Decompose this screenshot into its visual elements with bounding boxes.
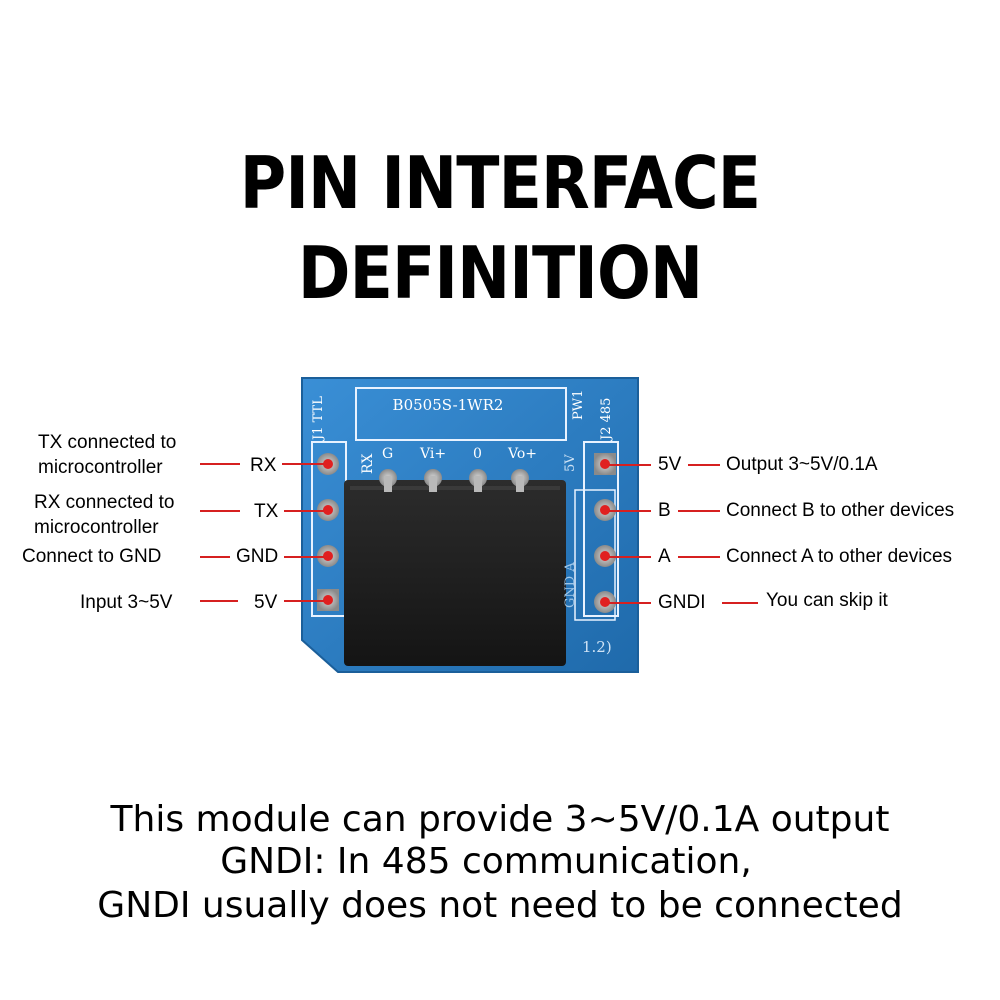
left-desc-5v: Input 3~5V [80,592,173,613]
right-pin-a: A [658,546,671,567]
leader-line-right-5v [688,464,720,466]
top-pin-label-rx: RX [360,453,376,474]
leader-line-right-gndi-pin [609,602,651,604]
leader-line-left-tx-pin [284,510,324,512]
side-label-gnd-a: GND A [563,562,578,608]
leader-line-right-a-pin [609,556,651,558]
leader-line-left-gnd-pin [284,556,324,558]
left-pin-rx: RX [250,455,277,476]
leader-line-left-rx-pin [282,463,324,465]
pin-markers [323,459,610,607]
leader-line-left-5v [200,600,238,602]
left-desc-gnd: Connect to GND [22,546,162,567]
left-desc-tx-line2: microcontroller [34,517,159,538]
module-top-pins [379,469,529,492]
note-line-3: GNDI usually does not need to be connect… [97,885,903,926]
left-desc-rx-line1: TX connected to [38,432,177,453]
note-line-2: GNDI: In 485 communication, [220,841,752,882]
left-pin-tx: TX [254,501,279,522]
right-pin-b: B [658,500,671,521]
side-label-5v: 5V [563,454,578,472]
right-header-label: J2 485 [599,398,614,442]
left-desc-rx-line2: microcontroller [38,457,163,478]
right-pin-5v: 5V [658,454,682,475]
corner-mark: 1.2) [582,638,612,656]
leader-line-right-gndi [722,602,758,604]
left-pin-gnd: GND [236,546,279,567]
right-desc-gndi: You can skip it [766,590,888,611]
right-desc-a: Connect A to other devices [726,546,953,567]
leader-line-right-b-pin [609,510,651,512]
left-desc-tx-line1: RX connected to [34,492,175,513]
note-line-1: This module can provide 3~5V/0.1A output [110,799,890,840]
top-pin-label-0: 0 [473,446,482,462]
right-desc-5v: Output 3~5V/0.1A [726,454,878,475]
leader-line-left-5v-pin [284,600,324,602]
left-pin-5v: 5V [254,592,278,613]
leader-line-left-tx [200,510,240,512]
leader-line-right-a [678,556,720,558]
right-pin-gndi: GNDI [658,592,706,613]
chip-label: B0505S-1WR2 [393,396,504,414]
power-label: PW1 [571,390,586,420]
top-pin-label-vi: Vi+ [419,446,446,462]
top-pin-labels: RX G Vi+ 0 Vo+ [360,446,537,474]
leader-line-left-gnd [200,556,230,558]
page-title: PIN INTERFACE DEFINITION [239,141,761,315]
leader-line-right-b [678,510,720,512]
top-pin-label-vo: Vo+ [507,446,537,462]
leader-line-left-rx [200,463,240,465]
leader-line-right-5v-pin [609,464,651,466]
right-desc-b: Connect B to other devices [726,500,955,521]
top-pin-label-g: G [382,446,393,462]
left-header-label: J1 TTL [311,396,326,442]
dcdc-module [344,480,566,666]
